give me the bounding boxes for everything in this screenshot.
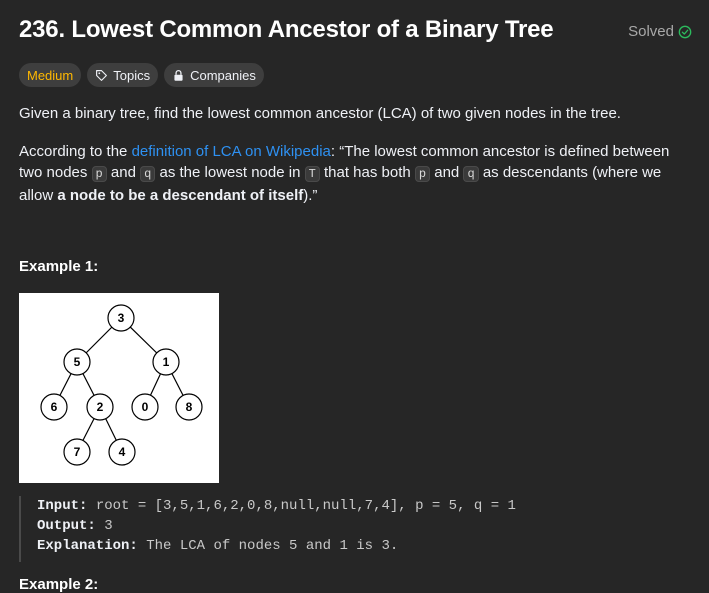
- companies-button[interactable]: Companies: [164, 63, 264, 87]
- text-span: as descendants (where we allow: [19, 164, 662, 204]
- difficulty-label: Medium: [27, 67, 74, 83]
- example-1-heading: Example 1:: [19, 258, 99, 275]
- tree-node: [152, 348, 180, 376]
- output-line: Output: 3: [37, 516, 699, 536]
- tree-node: [175, 393, 203, 421]
- wikipedia-link[interactable]: definition of LCA on Wikipedia: [131, 143, 331, 160]
- text-span: According to the: [19, 143, 132, 160]
- tree-node: [108, 438, 136, 466]
- tree-node: [107, 304, 135, 332]
- tree-node: [40, 393, 68, 421]
- text-span: ).”: [303, 187, 318, 204]
- input-label: Input:: [37, 498, 88, 514]
- example-tree-image: 3 5 1 6 2 0 8 7 4: [19, 293, 219, 483]
- tree-node-label: 4: [119, 445, 126, 459]
- tree-node-label: 8: [186, 400, 193, 414]
- description-paragraph-1: Given a binary tree, find the lowest com…: [19, 105, 621, 122]
- code-p: p: [91, 166, 107, 182]
- tree-node-label: 7: [74, 445, 81, 459]
- solved-status: Solved: [628, 23, 692, 40]
- tree-node: [63, 348, 91, 376]
- companies-label: Companies: [190, 67, 256, 83]
- text-span: and: [430, 164, 464, 181]
- bold-text: a node to be a descendant of itself: [57, 187, 304, 204]
- text-span: as the lowest node in: [155, 164, 305, 181]
- explanation-value: The LCA of nodes 5 and 1 is 3.: [137, 538, 399, 554]
- explanation-label: Explanation:: [37, 538, 138, 554]
- binary-tree-diagram: 3 5 1 6 2 0 8 7 4: [40, 304, 203, 466]
- tree-node-label: 2: [97, 400, 104, 414]
- tree-node-label: 6: [51, 400, 58, 414]
- output-label: Output:: [37, 518, 96, 534]
- code-t: T: [304, 166, 320, 182]
- tree-node: [86, 393, 114, 421]
- input-line: Input: root = [3,5,1,6,2,0,8,null,null,7…: [37, 496, 699, 516]
- output-value: 3: [95, 518, 113, 534]
- tree-node: [131, 393, 159, 421]
- text-span: : “The lowest common ancestor is defined…: [19, 143, 670, 181]
- example-2-heading: Example 2:: [19, 576, 99, 593]
- text-span: and: [106, 164, 141, 181]
- code-q: q: [140, 166, 156, 182]
- topics-label: Topics: [113, 67, 151, 83]
- description-paragraph-2: According to the definition of LCA on Wi…: [19, 141, 695, 206]
- text-span: that has both: [319, 164, 415, 181]
- tag-icon: [96, 69, 108, 81]
- explanation-line: Explanation: The LCA of nodes 5 and 1 is…: [37, 536, 699, 556]
- lock-icon: [174, 69, 183, 81]
- tree-node-label: 5: [74, 355, 81, 369]
- example-1-code-block: Input: root = [3,5,1,6,2,0,8,null,null,7…: [19, 496, 699, 562]
- input-value: root = [3,5,1,6,2,0,8,null,null,7,4], p …: [87, 498, 516, 514]
- code-p: p: [414, 166, 431, 182]
- tag-row: Medium Topics Companies: [19, 63, 264, 87]
- code-q: q: [463, 166, 479, 182]
- tree-node: [63, 438, 91, 466]
- topics-button[interactable]: Topics: [87, 63, 159, 87]
- tree-node-label: 1: [163, 355, 170, 369]
- tree-node-label: 3: [118, 311, 125, 325]
- problem-title: 236. Lowest Common Ancestor of a Binary …: [19, 16, 554, 43]
- solved-label: Solved: [628, 23, 674, 40]
- difficulty-badge[interactable]: Medium: [19, 63, 82, 87]
- tree-node-label: 0: [142, 400, 149, 414]
- check-circle-icon: [678, 25, 692, 38]
